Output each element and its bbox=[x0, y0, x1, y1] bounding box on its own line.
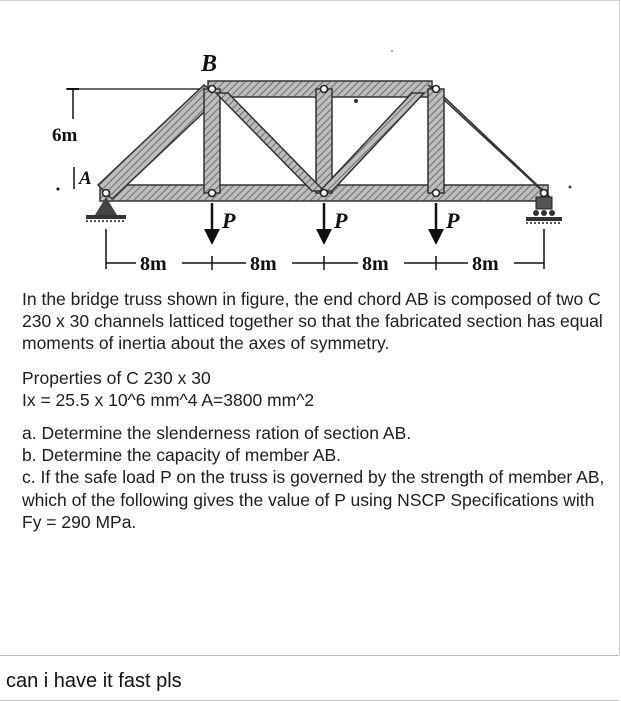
span-label-1: 8m bbox=[140, 253, 167, 275]
load-label-1: P bbox=[221, 208, 236, 233]
properties-block: Properties of C 230 x 30 Ix = 25.5 x 10^… bbox=[22, 367, 607, 411]
span-dimensions: 8m 8m 8m 8m bbox=[105, 229, 545, 275]
question-a: a. Determine the slenderness ration of s… bbox=[22, 423, 412, 444]
vertical-member-1 bbox=[203, 88, 221, 194]
question-b: b. Determine the capacity of member AB. bbox=[22, 445, 342, 466]
node-label-b: B bbox=[200, 51, 217, 77]
truss-diagram: B A 6m P P P bbox=[52, 50, 572, 275]
problem-intro: In the bridge truss shown in figure, the… bbox=[22, 289, 603, 354]
comment-text: can i have it fast pls bbox=[6, 670, 182, 692]
pin-support-left bbox=[86, 197, 126, 222]
span-label-4: 8m bbox=[472, 253, 499, 275]
questions-block: a. Determine the slenderness ration of s… bbox=[22, 422, 607, 533]
load-label-2: P bbox=[333, 208, 348, 233]
height-label: 6m bbox=[52, 125, 78, 146]
properties-title: Properties of C 230 x 30 bbox=[22, 367, 211, 388]
diagonal-member-1 bbox=[214, 92, 326, 192]
span-label-2: 8m bbox=[250, 253, 277, 275]
properties-values: Ix = 25.5 x 10^6 mm^4 A=3800 mm^2 bbox=[22, 389, 315, 410]
comment-box: can i have it fast pls bbox=[0, 655, 619, 701]
height-dimension: 6m bbox=[52, 88, 200, 146]
problem-statement: In the bridge truss shown in figure, the… bbox=[22, 288, 607, 545]
truss-members bbox=[96, 80, 553, 202]
question-c: c. If the safe load P on the truss is go… bbox=[22, 467, 605, 532]
truss-joints bbox=[101, 84, 549, 198]
question-card: B A 6m P P P bbox=[0, 0, 620, 654]
end-chord-ab bbox=[96, 84, 222, 201]
roller-support-right bbox=[526, 196, 562, 224]
node-label-a: A bbox=[78, 168, 92, 189]
load-arrows: P P P bbox=[204, 203, 460, 245]
load-label-3: P bbox=[445, 208, 460, 233]
span-label-3: 8m bbox=[362, 253, 389, 275]
vertical-member-3 bbox=[427, 88, 445, 194]
diagonal-member-2 bbox=[318, 92, 426, 192]
end-chord-right bbox=[427, 84, 553, 200]
vertical-member-2 bbox=[315, 88, 333, 194]
